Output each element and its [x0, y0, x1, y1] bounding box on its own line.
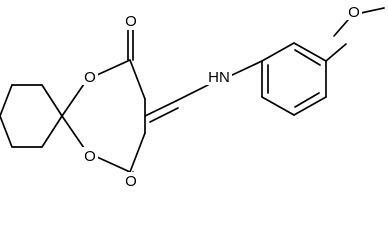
label-background: [123, 172, 139, 190]
bond: [175, 84, 209, 102]
molecule-structure-diagram: O O O O HN O: [0, 3, 385, 190]
label-background: [82, 68, 98, 85]
enamine-linkage: [144, 60, 263, 123]
bond: [293, 96, 327, 116]
bond: [41, 84, 63, 117]
label-background: [346, 3, 362, 20]
bond: [96, 59, 131, 76]
ring-oxygen-bottom-label: O: [84, 148, 96, 165]
label-background: [123, 12, 139, 30]
atom-labels: O O O O HN O: [82, 3, 362, 190]
double-bond: [149, 107, 179, 123]
bond: [333, 19, 349, 37]
bond: [229, 60, 263, 77]
bond: [0, 84, 13, 117]
bond: [41, 115, 63, 148]
bond: [261, 96, 295, 116]
bond: [261, 42, 295, 62]
dioxane-dione-ring: [61, 59, 146, 173]
ring-oxygen-top-label: O: [84, 69, 96, 86]
bond: [129, 59, 146, 100]
cyclohexane-ring: [0, 84, 63, 148]
methoxy-oxygen-label: O: [348, 4, 360, 21]
label-background: [206, 68, 232, 85]
double-bond: [144, 100, 177, 117]
bond: [129, 132, 146, 173]
carbonyl-oxygen-bottom-label: O: [125, 173, 137, 190]
bond: [293, 42, 327, 62]
bond: [61, 115, 85, 149]
carbonyl-bonds: [127, 29, 134, 175]
bond: [325, 43, 347, 62]
bond: [96, 156, 131, 173]
phenyl-ring: [261, 42, 327, 116]
bond: [360, 7, 385, 14]
bond: [0, 115, 13, 148]
bond: [61, 83, 85, 117]
methoxy-group: [325, 7, 385, 62]
amine-label: HN: [208, 69, 230, 86]
aromatic-inner-bond: [294, 92, 320, 108]
aromatic-inner-bond: [294, 49, 321, 66]
carbonyl-oxygen-top-label: O: [125, 13, 137, 30]
label-background: [82, 147, 98, 164]
